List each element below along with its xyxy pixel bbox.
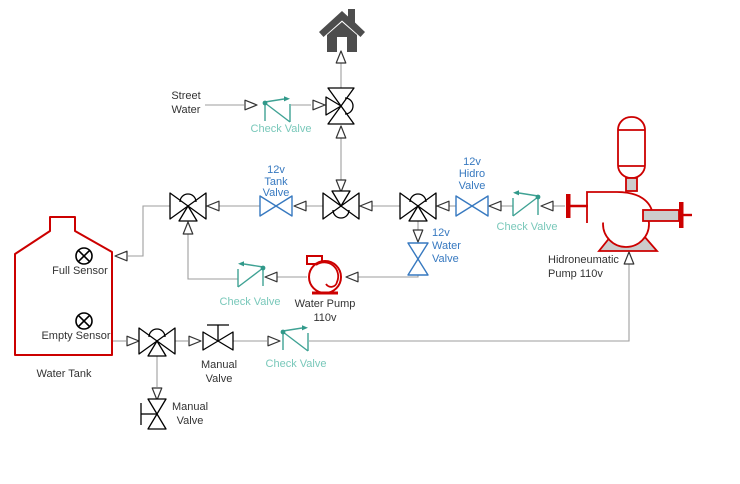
flow-arrow-down-drainvalve: [151, 387, 163, 401]
hidroneumatic-pump-label-line2: Pump 110v: [548, 268, 603, 280]
manual-valve-2-symbol: [140, 398, 167, 430]
check-valve-hidro-label: Check Valve: [497, 221, 558, 233]
full-sensor-icon: [75, 247, 93, 265]
water-pump: Water Pump 110v: [295, 255, 356, 324]
manual-valve-2-label-line1: Manual: [172, 401, 208, 413]
pipe-leftvalve-to-tank: [128, 205, 170, 257]
pipe-checkvalve-to-hidropump: [309, 264, 630, 342]
flow-arrow-into-rightvalve: [436, 200, 450, 212]
water-pump-label-line2: 110v: [313, 312, 337, 324]
flow-arrow-to-house: [335, 50, 347, 64]
water-valve-12v: 12v Water Valve: [407, 227, 461, 276]
flow-arrow-into-checkvalve-out: [267, 335, 281, 347]
manual-valve-2-label-line2: Valve: [177, 415, 204, 427]
three-way-valve-middle: [322, 190, 360, 220]
street-water-source: Street Water: [171, 90, 200, 116]
flow-arrow-street-2: [312, 99, 326, 111]
full-sensor-label: Full Sensor: [52, 265, 108, 277]
manual-valve-2: Manual Valve: [140, 398, 208, 430]
flow-arrow-up-topvalve: [335, 125, 347, 139]
flow-arrow-into-checkvalve-pump: [264, 271, 278, 283]
three-way-valve-tank-outlet: [138, 327, 176, 357]
empty-sensor-label: Empty Sensor: [41, 330, 110, 342]
flow-arrow-into-midvalve: [359, 200, 373, 212]
three-way-valve-house: [325, 87, 355, 125]
flow-arrow-street-1: [244, 99, 258, 111]
three-way-valve-tank-inlet: [169, 192, 207, 222]
flow-arrow-into-tankvalve: [293, 200, 307, 212]
hidroneumatic-pump: Hidroneumatic Pump 110v: [548, 116, 692, 280]
manual-valve-1-label-line1: Manual: [201, 359, 237, 371]
hidro-valve-symbol: [455, 195, 489, 217]
street-water-label-line2: Water: [172, 104, 201, 116]
check-valve-street-symbol: [261, 95, 291, 123]
flow-arrow-into-checkvalve-hidro: [540, 200, 554, 212]
water-tank-label: Water Tank: [36, 368, 92, 380]
water-valve-label-line2: Water: [432, 240, 461, 252]
check-valve-pump: Check Valve: [220, 260, 281, 308]
flow-arrow-into-manualvalve: [188, 335, 202, 347]
hidro-valve-label-line3: Valve: [459, 180, 486, 192]
check-valve-tank-out-symbol: [279, 324, 309, 352]
water-valve-symbol: [407, 242, 429, 276]
tank-valve-symbol: [259, 195, 293, 217]
hidro-valve-12v: 12v Hidro Valve: [455, 156, 489, 217]
empty-sensor-icon: [75, 312, 93, 330]
water-pump-label-line1: Water Pump: [295, 298, 356, 310]
check-valve-tank-out: Check Valve: [266, 324, 327, 370]
flow-arrow-into-pump: [345, 271, 359, 283]
hidroneumatic-pump-icon: [566, 116, 692, 252]
tank-valve-label-line2: Tank: [264, 176, 288, 188]
flow-arrow-into-leftvalve: [206, 200, 220, 212]
flow-arrow-tank-out: [126, 335, 140, 347]
flow-arrow-down-watervalve: [412, 229, 424, 243]
flow-arrow-into-tank: [114, 250, 128, 262]
water-valve-label-line1: 12v: [432, 227, 450, 239]
hidroneumatic-pump-label-line1: Hidroneumatic: [548, 254, 619, 266]
hidro-valve-label-line2: Hidro: [459, 168, 485, 180]
three-way-valve-right: [399, 192, 437, 222]
tank-valve-12v: 12v Tank Valve: [259, 164, 293, 217]
flow-arrow-into-hidropump: [623, 251, 635, 265]
check-valve-pump-label: Check Valve: [220, 296, 281, 308]
manual-valve-1-label-line2: Valve: [206, 373, 233, 385]
tank-valve-label-line1: 12v: [267, 164, 285, 176]
check-valve-tank-out-label: Check Valve: [266, 358, 327, 370]
flow-arrow-up-leftvalve: [182, 221, 194, 235]
check-valve-street-label: Check Valve: [251, 123, 312, 135]
manual-valve-1-symbol: [202, 324, 234, 351]
pipe-checkvalve-to-leftvalve: [187, 234, 238, 280]
water-pump-icon: [306, 255, 342, 295]
tank-valve-label-line3: Valve: [263, 187, 290, 199]
manual-valve-1: Manual Valve: [201, 324, 237, 385]
water-tank: Full Sensor Empty Sensor Water Tank: [14, 216, 113, 380]
water-valve-label-line3: Valve: [432, 253, 459, 265]
flow-arrow-into-hidrovalve: [488, 200, 502, 212]
check-valve-hidro-symbol: [512, 189, 542, 217]
check-valve-hidro: Check Valve: [497, 189, 558, 233]
street-water-label-line1: Street: [171, 90, 200, 102]
check-valve-street: Check Valve: [251, 95, 312, 135]
check-valve-pump-symbol: [237, 260, 267, 288]
flow-arrow-down-midvalve: [335, 179, 347, 193]
house-icon: [319, 9, 365, 52]
hidro-valve-label-line1: 12v: [463, 156, 481, 168]
